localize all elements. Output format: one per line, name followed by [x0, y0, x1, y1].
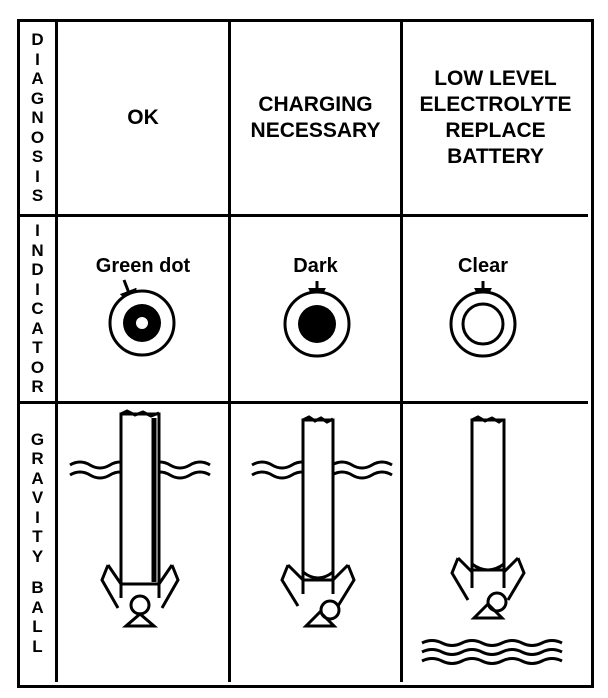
diagnosis-ok: OK	[127, 106, 159, 129]
diagnosis-charging-necessary: CHARGING NECESSARY	[250, 93, 381, 142]
row-label-letter: L	[32, 636, 43, 656]
row-label-letter: I	[35, 166, 40, 186]
indicator-label-clear: Clear	[457, 255, 509, 277]
row-label-letter: S	[31, 186, 44, 206]
row-label-letter: S	[31, 147, 44, 167]
col-divider-label	[55, 19, 58, 682]
row-label-letter: N	[31, 108, 44, 128]
indicator-dark-icon	[283, 281, 351, 358]
row-label-letter: D	[31, 30, 44, 50]
row-label-letter: V	[31, 488, 44, 508]
row-divider-2	[20, 401, 588, 404]
row-label-letter: D	[31, 260, 44, 280]
row-label-letter: G	[30, 429, 45, 449]
table-outer-border	[17, 19, 594, 688]
gravity-ball-clear-icon	[421, 415, 563, 665]
row-label-letter: A	[31, 468, 44, 488]
row-label-letter: A	[31, 597, 44, 617]
row-label-letter: I	[35, 279, 40, 299]
row-label-letter: I	[35, 49, 40, 69]
gravity-ball-dark-icon	[251, 415, 393, 628]
row-label-letter: A	[31, 318, 44, 338]
col-divider-2	[400, 19, 403, 682]
row-label-letter: I	[35, 507, 40, 527]
row-label-letter: I	[35, 221, 40, 241]
gravity-ball-ok-icon	[69, 409, 211, 628]
row-label-letter: Y	[31, 546, 44, 566]
row-label-letter: L	[32, 617, 43, 637]
row-label-letter: C	[31, 299, 44, 319]
indicator-clear-icon	[449, 281, 517, 358]
row-label-letter: N	[31, 240, 44, 260]
row-divider-1	[20, 214, 588, 217]
row-label-letter: O	[30, 357, 45, 377]
col-divider-1	[228, 19, 231, 682]
row-label-letter: R	[31, 449, 44, 469]
row-label-letter: R	[31, 377, 44, 397]
row-label-letter: O	[30, 127, 45, 147]
row-label-letter: G	[30, 88, 45, 108]
row-label-letter: T	[32, 527, 43, 547]
diagnosis-replace-battery: LOW LEVEL ELECTROLYTE REPLACE BATTERY	[419, 67, 572, 168]
indicator-label-green-dot: Green dot	[95, 255, 191, 277]
row-label-letter: A	[31, 69, 44, 89]
row-label-letter: T	[32, 338, 43, 358]
row-label-letter: B	[31, 578, 44, 598]
indicator-green-dot-icon	[108, 279, 176, 357]
indicator-label-dark: Dark	[293, 255, 338, 277]
